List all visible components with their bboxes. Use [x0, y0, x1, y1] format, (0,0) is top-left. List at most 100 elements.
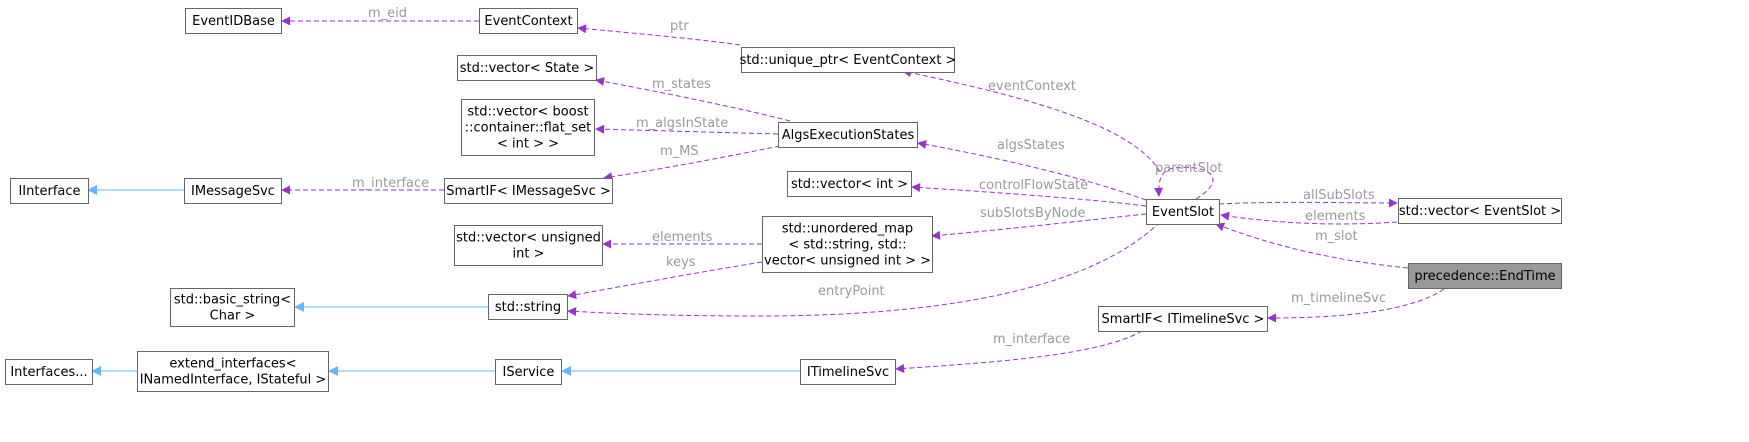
node-box — [741, 47, 955, 73]
node-eventslot[interactable]: EventSlot — [1146, 199, 1220, 225]
node-label: std::vector< int > — [791, 177, 908, 192]
node-label: IMessageSvc — [191, 184, 275, 199]
node-iinterface[interactable]: IInterface — [10, 178, 89, 204]
edge-keys — [567, 261, 763, 300]
node-box — [1146, 199, 1220, 225]
edge-label-subslotsbynode: subSlotsByNode — [980, 206, 1086, 221]
node-label: std::vector< EventSlot > — [1399, 204, 1561, 219]
edge-label-elements-slot: elements — [1305, 209, 1366, 224]
node-label: AlgsExecutionStates — [782, 128, 915, 143]
node-box — [170, 288, 295, 327]
edge-m-states — [595, 77, 791, 122]
edge-m-timelinesvc — [1267, 288, 1445, 323]
node-std-string[interactable]: std::string — [488, 294, 568, 320]
edge-label-m-states: m_states — [652, 77, 711, 92]
edge-label-keys: keys — [666, 255, 696, 270]
node-endtime[interactable]: precedence::EndTime — [1408, 263, 1562, 289]
node-box — [787, 171, 912, 197]
node-box — [488, 294, 568, 320]
node-label: INamedInterface, IStateful > — [140, 373, 327, 388]
node-box — [184, 178, 282, 204]
node-smartif-timeline[interactable]: SmartIF< ITimelineSvc > — [1098, 306, 1268, 332]
node-box — [1098, 306, 1268, 332]
node-box — [461, 99, 595, 156]
edge-label-algsstates: algsStates — [997, 138, 1065, 153]
edge-algsstates — [917, 140, 1147, 201]
node-box — [457, 55, 597, 81]
edge-label-m-slot: m_slot — [1315, 229, 1358, 244]
node-label: std::unique_ptr< EventContext > — [740, 53, 957, 68]
edge-label-entrypoint: entryPoint — [818, 284, 885, 299]
node-box — [1398, 198, 1562, 224]
node-eventidbase[interactable]: EventIDBase — [185, 8, 282, 34]
edge-label-m-timelinesvc: m_timelineSvc — [1291, 291, 1386, 306]
edge-eventcontext — [902, 68, 1161, 173]
node-box — [1408, 263, 1562, 289]
node-label: Interfaces... — [10, 365, 87, 380]
node-label: SmartIF< ITimelineSvc > — [1102, 312, 1265, 327]
edge-label-m-interface-timeline: m_interface — [993, 332, 1070, 347]
node-box — [800, 359, 896, 385]
node-unordered-map[interactable]: std::unordered_map< std::string, std::ve… — [762, 216, 933, 273]
node-itimelinesvc[interactable]: ITimelineSvc — [800, 359, 896, 385]
node-label: std::vector< boost — [467, 105, 588, 120]
node-iservice[interactable]: IService — [495, 359, 562, 385]
node-box — [10, 178, 89, 204]
edge-label-eventcontext: eventContext — [988, 79, 1076, 94]
edge-m-slot — [1215, 222, 1409, 269]
node-label: precedence::EndTime — [1414, 269, 1555, 284]
edge-label-m-ms: m_MS — [660, 144, 699, 159]
edge-label-m-eid: m_eid — [368, 6, 407, 21]
node-label: vector< unsigned int > > — [764, 254, 931, 269]
node-label: extend_interfaces< — [169, 357, 296, 372]
node-label: std::unordered_map — [782, 222, 913, 237]
node-vector-state[interactable]: std::vector< State > — [457, 55, 597, 81]
node-unique-ptr[interactable]: std::unique_ptr< EventContext > — [740, 47, 957, 73]
node-vector-flatset[interactable]: std::vector< boost::container::flat_set<… — [461, 99, 595, 156]
node-box — [778, 122, 918, 148]
node-label: std::basic_string< — [174, 293, 291, 308]
node-label: < std::string, std:: — [788, 238, 906, 253]
node-smartif-msg[interactable]: SmartIF< IMessageSvc > — [444, 178, 613, 204]
node-box — [444, 178, 613, 204]
node-extend-interfaces[interactable]: extend_interfaces<INamedInterface, IStat… — [137, 351, 329, 392]
node-box — [137, 351, 329, 392]
node-box — [454, 225, 603, 266]
node-label: EventSlot — [1152, 205, 1214, 220]
node-interfaces[interactable]: Interfaces... — [5, 359, 93, 385]
node-eventcontext[interactable]: EventContext — [479, 8, 578, 34]
node-box — [762, 216, 933, 273]
edge-elements-slot — [1220, 211, 1398, 225]
node-label: IService — [503, 365, 555, 380]
node-label: < int > > — [497, 137, 559, 152]
node-label: IInterface — [18, 184, 80, 199]
edge-label-m-algsinstate: m_algsInState — [636, 116, 728, 131]
node-label: std::vector< unsigned — [456, 231, 601, 246]
edge-label-elements-map: elements — [652, 230, 713, 245]
node-label: int > — [513, 247, 545, 262]
edge-label-ptr: ptr — [670, 19, 689, 34]
edge-m-ms — [603, 145, 781, 182]
node-imessagesvc[interactable]: IMessageSvc — [184, 178, 282, 204]
node-algsexec[interactable]: AlgsExecutionStates — [778, 122, 918, 148]
edge-subslotsbynode — [931, 213, 1147, 240]
node-label: ITimelineSvc — [807, 365, 889, 380]
edge-ptr — [577, 24, 741, 46]
node-label: std::vector< State > — [460, 61, 595, 76]
edge-label-m-interface-msg: m_interface — [352, 176, 429, 191]
edge-parentslot — [1154, 166, 1214, 200]
edge-allsubslots — [1218, 198, 1398, 208]
node-label: SmartIF< IMessageSvc > — [446, 184, 611, 199]
node-vector-eventslot[interactable]: std::vector< EventSlot > — [1398, 198, 1562, 224]
node-label: EventIDBase — [192, 14, 275, 29]
edge-label-allsubslots: allSubSlots — [1303, 188, 1375, 203]
edge-m-algsinstate — [595, 124, 779, 135]
node-label: EventContext — [484, 14, 572, 29]
edge-m-interface-timeline — [895, 330, 1143, 373]
node-label: ::container::flat_set — [465, 121, 592, 136]
node-box — [495, 359, 562, 385]
node-basic-string[interactable]: std::basic_string<Char > — [170, 288, 295, 327]
node-vector-int[interactable]: std::vector< int > — [787, 171, 912, 197]
